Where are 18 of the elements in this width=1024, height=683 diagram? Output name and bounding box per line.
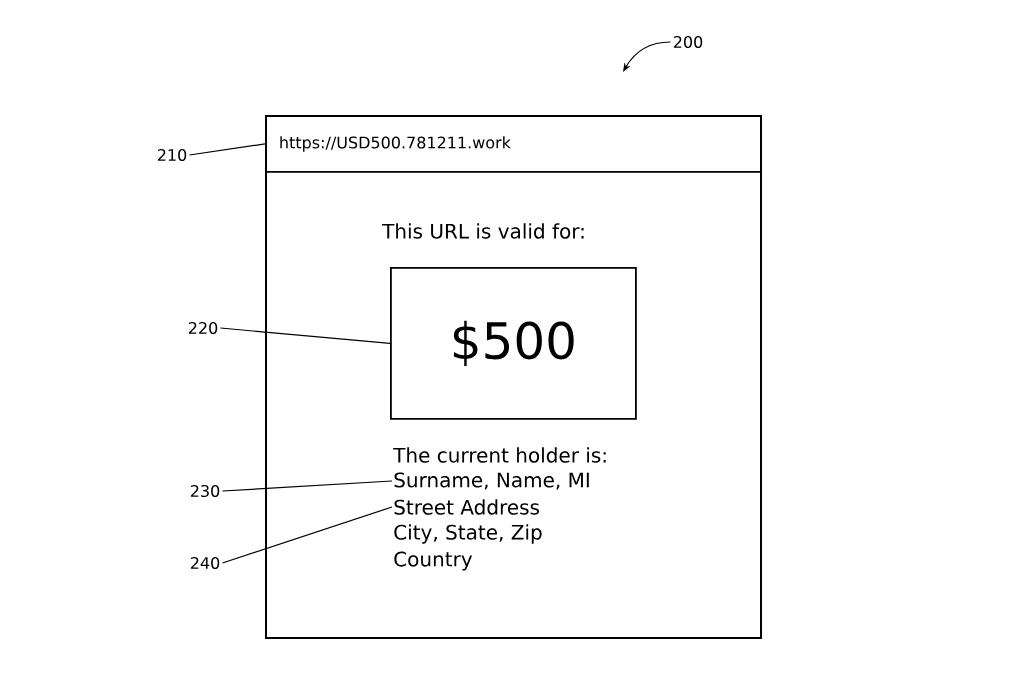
holder-name-text: Surname, Name, MI xyxy=(394,472,589,490)
reference-numeral: 220 xyxy=(188,321,218,335)
curved-arrow xyxy=(623,41,672,72)
leader-line xyxy=(219,327,391,344)
reference-numeral: 200 xyxy=(673,35,703,49)
body-text: The current holder is: xyxy=(393,447,606,463)
reference-numeral: 230 xyxy=(190,484,220,498)
body-text: City, State, Zip xyxy=(394,524,542,544)
address-bar: https://USD500.781211.work xyxy=(265,115,762,173)
body-text: This URL is valid for: xyxy=(382,223,584,239)
leader-line xyxy=(221,506,393,564)
leader-line xyxy=(221,480,393,492)
leader-line xyxy=(188,143,266,156)
reference-numeral: 210 xyxy=(157,148,187,162)
reference-numeral: 240 xyxy=(190,556,220,570)
street-address-text: Street Address xyxy=(394,499,539,515)
amount-box: $500 xyxy=(390,267,637,420)
body-text: Country xyxy=(394,551,473,571)
